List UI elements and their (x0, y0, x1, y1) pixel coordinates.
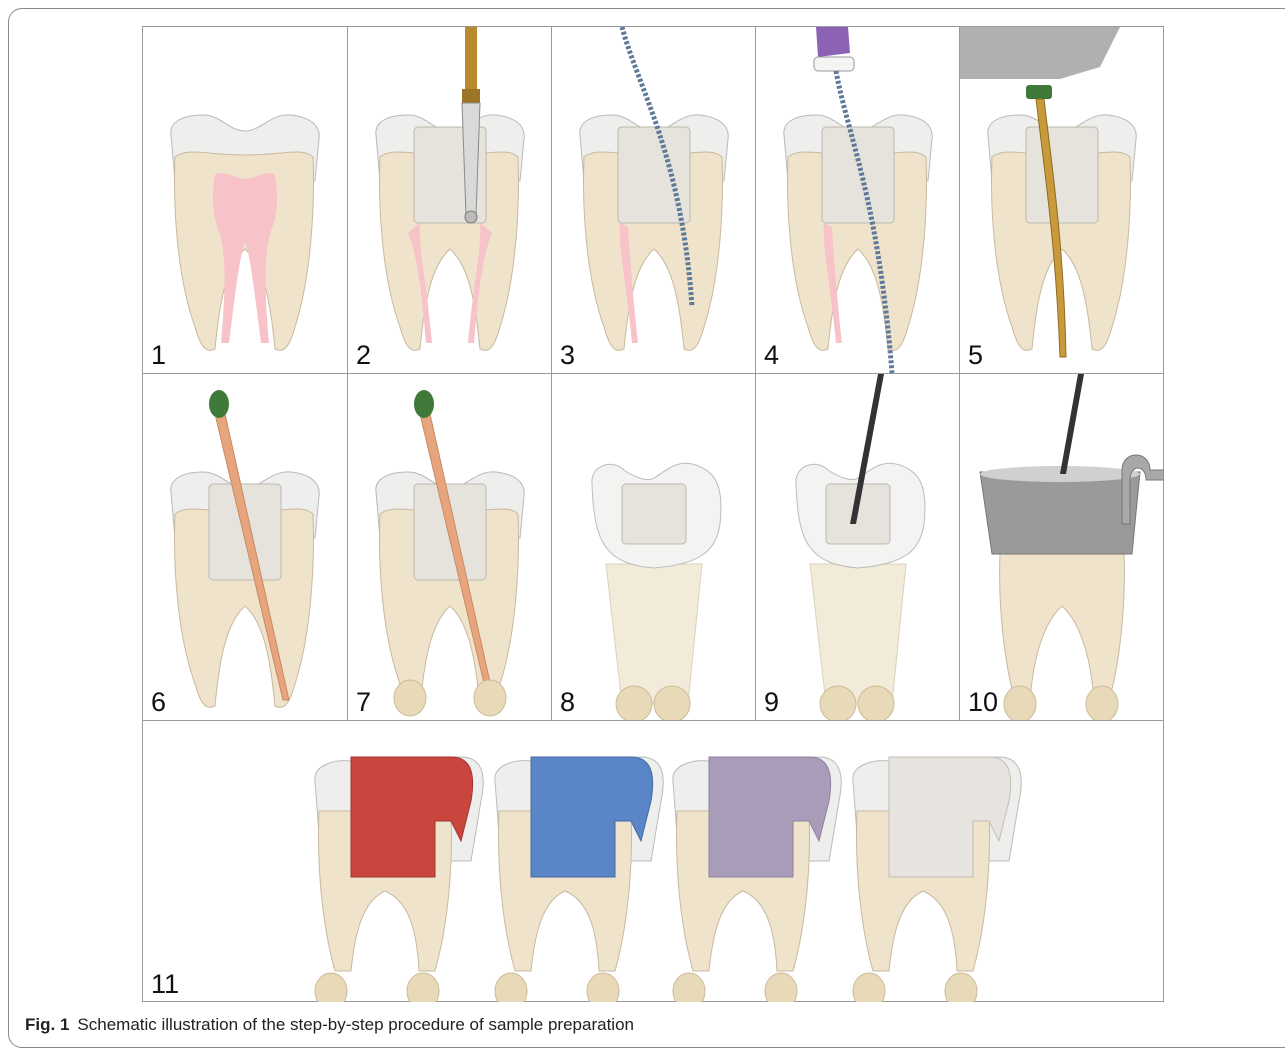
panel-number: 4 (764, 340, 779, 371)
panel-number: 7 (356, 687, 371, 718)
panel-2: 2 (348, 27, 552, 374)
tooth-gray-restoration (853, 757, 1021, 1002)
caption-text: Schematic illustration of the step-by-st… (77, 1015, 634, 1034)
panel-7: 7 (348, 374, 552, 721)
panel-number: 9 (764, 687, 779, 718)
tooth-blue-restoration (495, 757, 663, 1002)
panel-number: 11 (151, 969, 179, 1000)
panel-number: 1 (151, 340, 166, 371)
panel-4: 4 (756, 27, 960, 374)
figure-caption: Fig. 1 Schematic illustration of the step… (25, 1015, 634, 1035)
panel-1: 1 (143, 27, 348, 374)
figure-grid: 1 2 3 (142, 26, 1164, 1002)
panel-number: 3 (560, 340, 575, 371)
panel-6: 6 (143, 374, 348, 721)
tooth-violet-restoration (673, 757, 841, 1002)
panel-number: 2 (356, 340, 371, 371)
panel-3: 3 (552, 27, 756, 374)
panel-number: 10 (968, 687, 998, 718)
panel-10: 10 (960, 374, 1164, 721)
panel-number: 8 (560, 687, 575, 718)
panel-number: 6 (151, 687, 166, 718)
tooth-red-restoration (315, 757, 483, 1002)
panel-9: 9 (756, 374, 960, 721)
panel-5: 5 (960, 27, 1164, 374)
panel-8: 8 (552, 374, 756, 721)
caption-label: Fig. 1 (25, 1015, 69, 1034)
panel-11: 11 (143, 721, 1164, 1002)
panel-number: 5 (968, 340, 983, 371)
